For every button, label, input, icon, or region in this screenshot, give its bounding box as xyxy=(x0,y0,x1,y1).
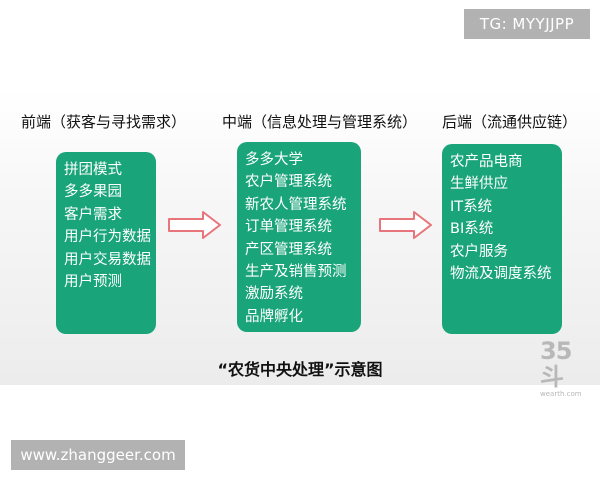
middle-item: 品牌孵化 xyxy=(245,308,303,325)
front-item: 用户行为数据 xyxy=(64,229,151,246)
watermark-bottom: www.zhanggeer.com xyxy=(11,440,185,470)
front-item: 多多果园 xyxy=(64,184,122,201)
middle-item: 多多大学 xyxy=(245,152,303,168)
middle-item: 生产及销售预测 xyxy=(245,264,347,281)
arrow-front-to-middle xyxy=(168,211,221,239)
back-item: IT系统 xyxy=(450,198,493,215)
front-item: 用户预测 xyxy=(64,274,122,291)
back-item: BI系统 xyxy=(450,221,494,238)
middle-item: 新农人管理系统 xyxy=(245,196,347,213)
column-header-middle: 中端（信息处理与管理系统） xyxy=(222,113,418,131)
middle-end-box: 多多大学 农户管理系统 新农人管理系统 订单管理系统 产区管理系统 生产及销售预… xyxy=(237,142,361,332)
middle-item: 激励系统 xyxy=(245,286,303,303)
watermark-top: TG: MYYJJPP xyxy=(464,9,590,39)
back-item: 物流及调度系统 xyxy=(450,266,552,283)
middle-item: 农户管理系统 xyxy=(245,174,332,191)
back-item: 生鲜供应 xyxy=(450,176,508,193)
diagram-title: “农货中央处理”示意图 xyxy=(217,360,383,379)
arrow-middle-to-back xyxy=(379,211,432,239)
middle-item: 订单管理系统 xyxy=(245,219,332,236)
front-item: 客户需求 xyxy=(64,206,122,223)
column-header-front: 前端（获客与寻找需求） xyxy=(21,113,187,131)
column-header-back: 后端（流通供应链） xyxy=(442,113,578,131)
site-logo: 35斗 wearth.com xyxy=(540,338,592,398)
back-item: 农户服务 xyxy=(450,243,508,260)
middle-item: 产区管理系统 xyxy=(245,241,332,258)
back-item: 农产品电商 xyxy=(450,154,523,170)
front-item: 用户交易数据 xyxy=(64,251,151,268)
front-item: 拼团模式 xyxy=(64,162,122,178)
logo-url: wearth.com xyxy=(540,390,582,398)
front-end-box: 拼团模式 多多果园 客户需求 用户行为数据 用户交易数据 用户预测 xyxy=(56,152,156,334)
logo-number: 35斗 xyxy=(540,337,572,391)
back-end-box: 农产品电商 生鲜供应 IT系统 BI系统 农户服务 物流及调度系统 xyxy=(442,144,562,334)
